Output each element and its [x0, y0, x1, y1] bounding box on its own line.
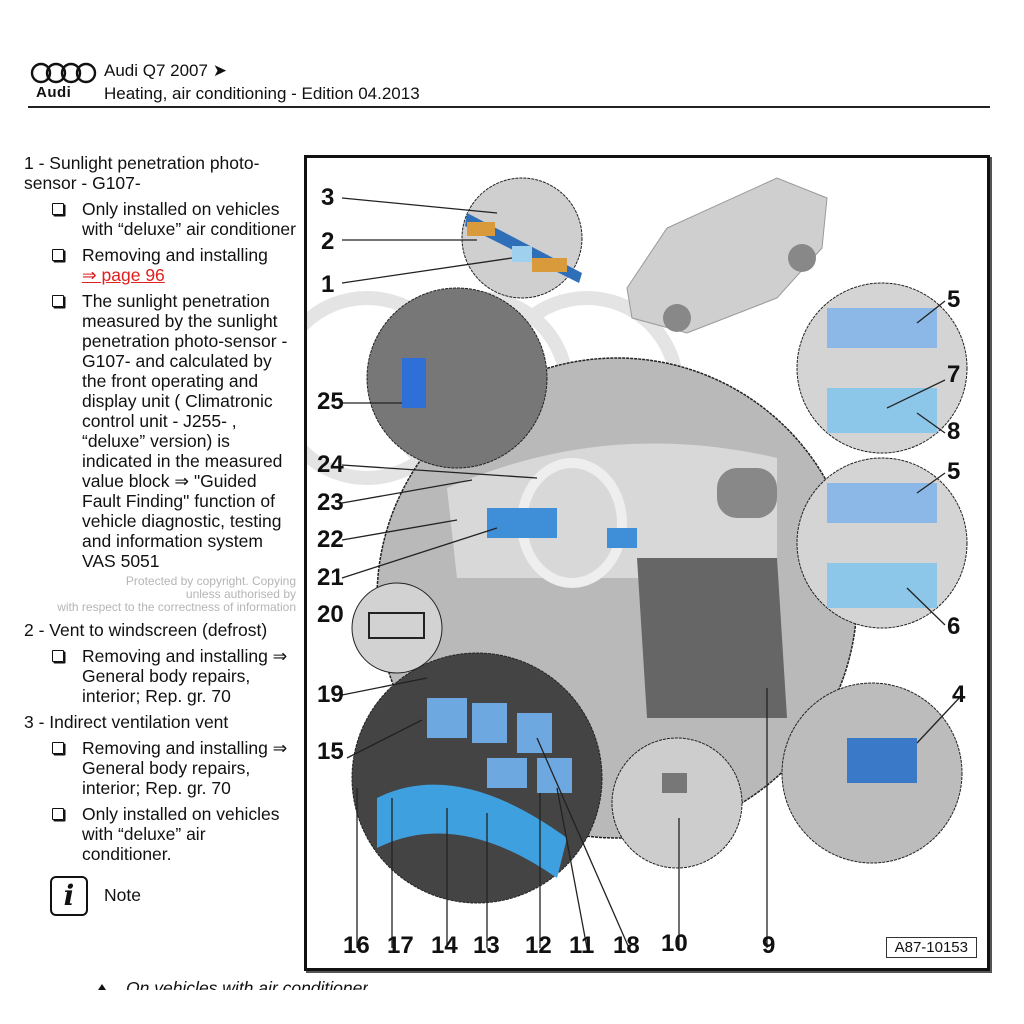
- callout-17: 17: [387, 932, 414, 959]
- sensor-detail-circle: [461, 177, 583, 299]
- manual-title: Heating, air conditioning - Edition 04.2…: [104, 84, 420, 103]
- page-96-link[interactable]: ⇒ page 96: [82, 265, 165, 285]
- callout-13: 13: [473, 932, 500, 959]
- checkbox-bullet-icon: [52, 295, 64, 307]
- callout-15: 15: [317, 738, 344, 765]
- checkbox-bullet-icon: [52, 808, 64, 820]
- bullet-text: Only installed on vehicles with “deluxe”…: [82, 199, 296, 239]
- checkbox-bullet-icon: [52, 249, 64, 261]
- callout-10: 10: [661, 930, 688, 957]
- callout-7: 7: [947, 361, 961, 388]
- checkbox-bullet-icon: [52, 742, 64, 754]
- bullet: Removing and installing ⇒ General body r…: [24, 738, 296, 798]
- figure-id: A87-10153: [885, 937, 977, 958]
- callout-3: 3: [321, 184, 335, 211]
- model-title[interactable]: Audi Q7 2007 ➤: [104, 61, 227, 80]
- vehicle-view: [626, 177, 828, 334]
- audi-rings-icon: [30, 62, 97, 84]
- bullet-text: Removing and installing ⇒ General body r…: [82, 646, 288, 706]
- callout-8: 8: [947, 418, 961, 445]
- item-title: 2 - Vent to windscreen (defrost): [24, 620, 268, 640]
- legend-item-3: 3 - Indirect ventilation vent Removing a…: [24, 712, 296, 864]
- bullet: Removing and installing⇒ page 96: [24, 245, 296, 285]
- callout-21: 21: [317, 564, 344, 591]
- checkbox-bullet-icon: [52, 650, 64, 662]
- callout-14: 14: [431, 932, 458, 959]
- checkbox-bullet-icon: [52, 203, 64, 215]
- callout-25: 25: [317, 388, 344, 415]
- audi-wordmark: Audi: [36, 84, 72, 101]
- bullet: Removing and installing ⇒ General body r…: [24, 646, 296, 706]
- callout-18: 18: [613, 932, 640, 959]
- connector-detail: [351, 582, 443, 674]
- callout-11: 11: [569, 932, 595, 959]
- callout-2: 2: [321, 228, 335, 255]
- callout-1: 1: [321, 271, 335, 298]
- header-divider: [28, 106, 990, 108]
- bullet: Only installed on vehicles with “deluxe”…: [24, 804, 296, 864]
- bullet-text: Removing and installing: [82, 245, 268, 265]
- callout-20: 20: [317, 601, 344, 628]
- info-icon: i: [50, 876, 88, 916]
- legend-item-1: 1 - Sunlight penetration photo-sensor - …: [24, 153, 296, 571]
- note-line-text: On vehicles with air conditioner: [126, 978, 369, 990]
- note-block: i Note: [24, 876, 296, 918]
- callout-5-upper: 5: [947, 286, 961, 313]
- triangle-bullet-icon: [96, 984, 108, 990]
- audi-logo: Audi: [28, 60, 100, 104]
- callout-16: 16: [343, 932, 370, 959]
- bullet-text: Removing and installing ⇒ General body r…: [82, 738, 288, 798]
- callout-6: 6: [947, 613, 961, 640]
- callout-9: 9: [762, 932, 776, 959]
- clipped-note-line: On vehicles with air conditioner: [96, 978, 368, 990]
- legend-item-2: 2 - Vent to windscreen (defrost) Removin…: [24, 620, 296, 706]
- item-title: 3 - Indirect ventilation vent: [24, 712, 229, 732]
- watermark-line-2: unless authorised by: [185, 587, 296, 601]
- watermark-line-1: Protected by copyright. Copying: [125, 574, 296, 588]
- bullet: Only installed on vehicles with “deluxe”…: [24, 199, 296, 239]
- callout-4: 4: [952, 681, 966, 708]
- column-detail-circle: [366, 287, 548, 469]
- watermark-line-3: with respect to the correctness of infor…: [57, 600, 296, 614]
- callout-23: 23: [317, 489, 344, 516]
- callout-5-lower: 5: [947, 458, 961, 485]
- component-diagram: 3 2 1 5 7 8 5 6 4 25 24 23 22 21 20 19 1…: [304, 155, 990, 971]
- wiring-detail: [611, 737, 743, 869]
- legend-text: 1 - Sunlight penetration photo-sensor - …: [24, 153, 296, 918]
- bullet-text: The sunlight penetration measured by the…: [82, 291, 288, 571]
- callout-24: 24: [317, 451, 344, 478]
- callout-22: 22: [317, 526, 344, 553]
- bullet-text: Only installed on vehicles with “deluxe”…: [82, 804, 280, 864]
- copyright-watermark: Protected by copyright. Copying unless a…: [24, 575, 296, 614]
- callout-12: 12: [525, 932, 552, 959]
- note-label: Note: [104, 885, 141, 905]
- item-title: 1 - Sunlight penetration photo-sensor - …: [24, 153, 260, 193]
- diagram-illustration: [307, 177, 968, 949]
- callout-19: 19: [317, 681, 344, 708]
- page-header: Audi Audi Q7 2007 ➤ Heating, air conditi…: [28, 60, 990, 108]
- leader-lines: [341, 197, 963, 949]
- bullet: The sunlight penetration measured by the…: [24, 291, 296, 571]
